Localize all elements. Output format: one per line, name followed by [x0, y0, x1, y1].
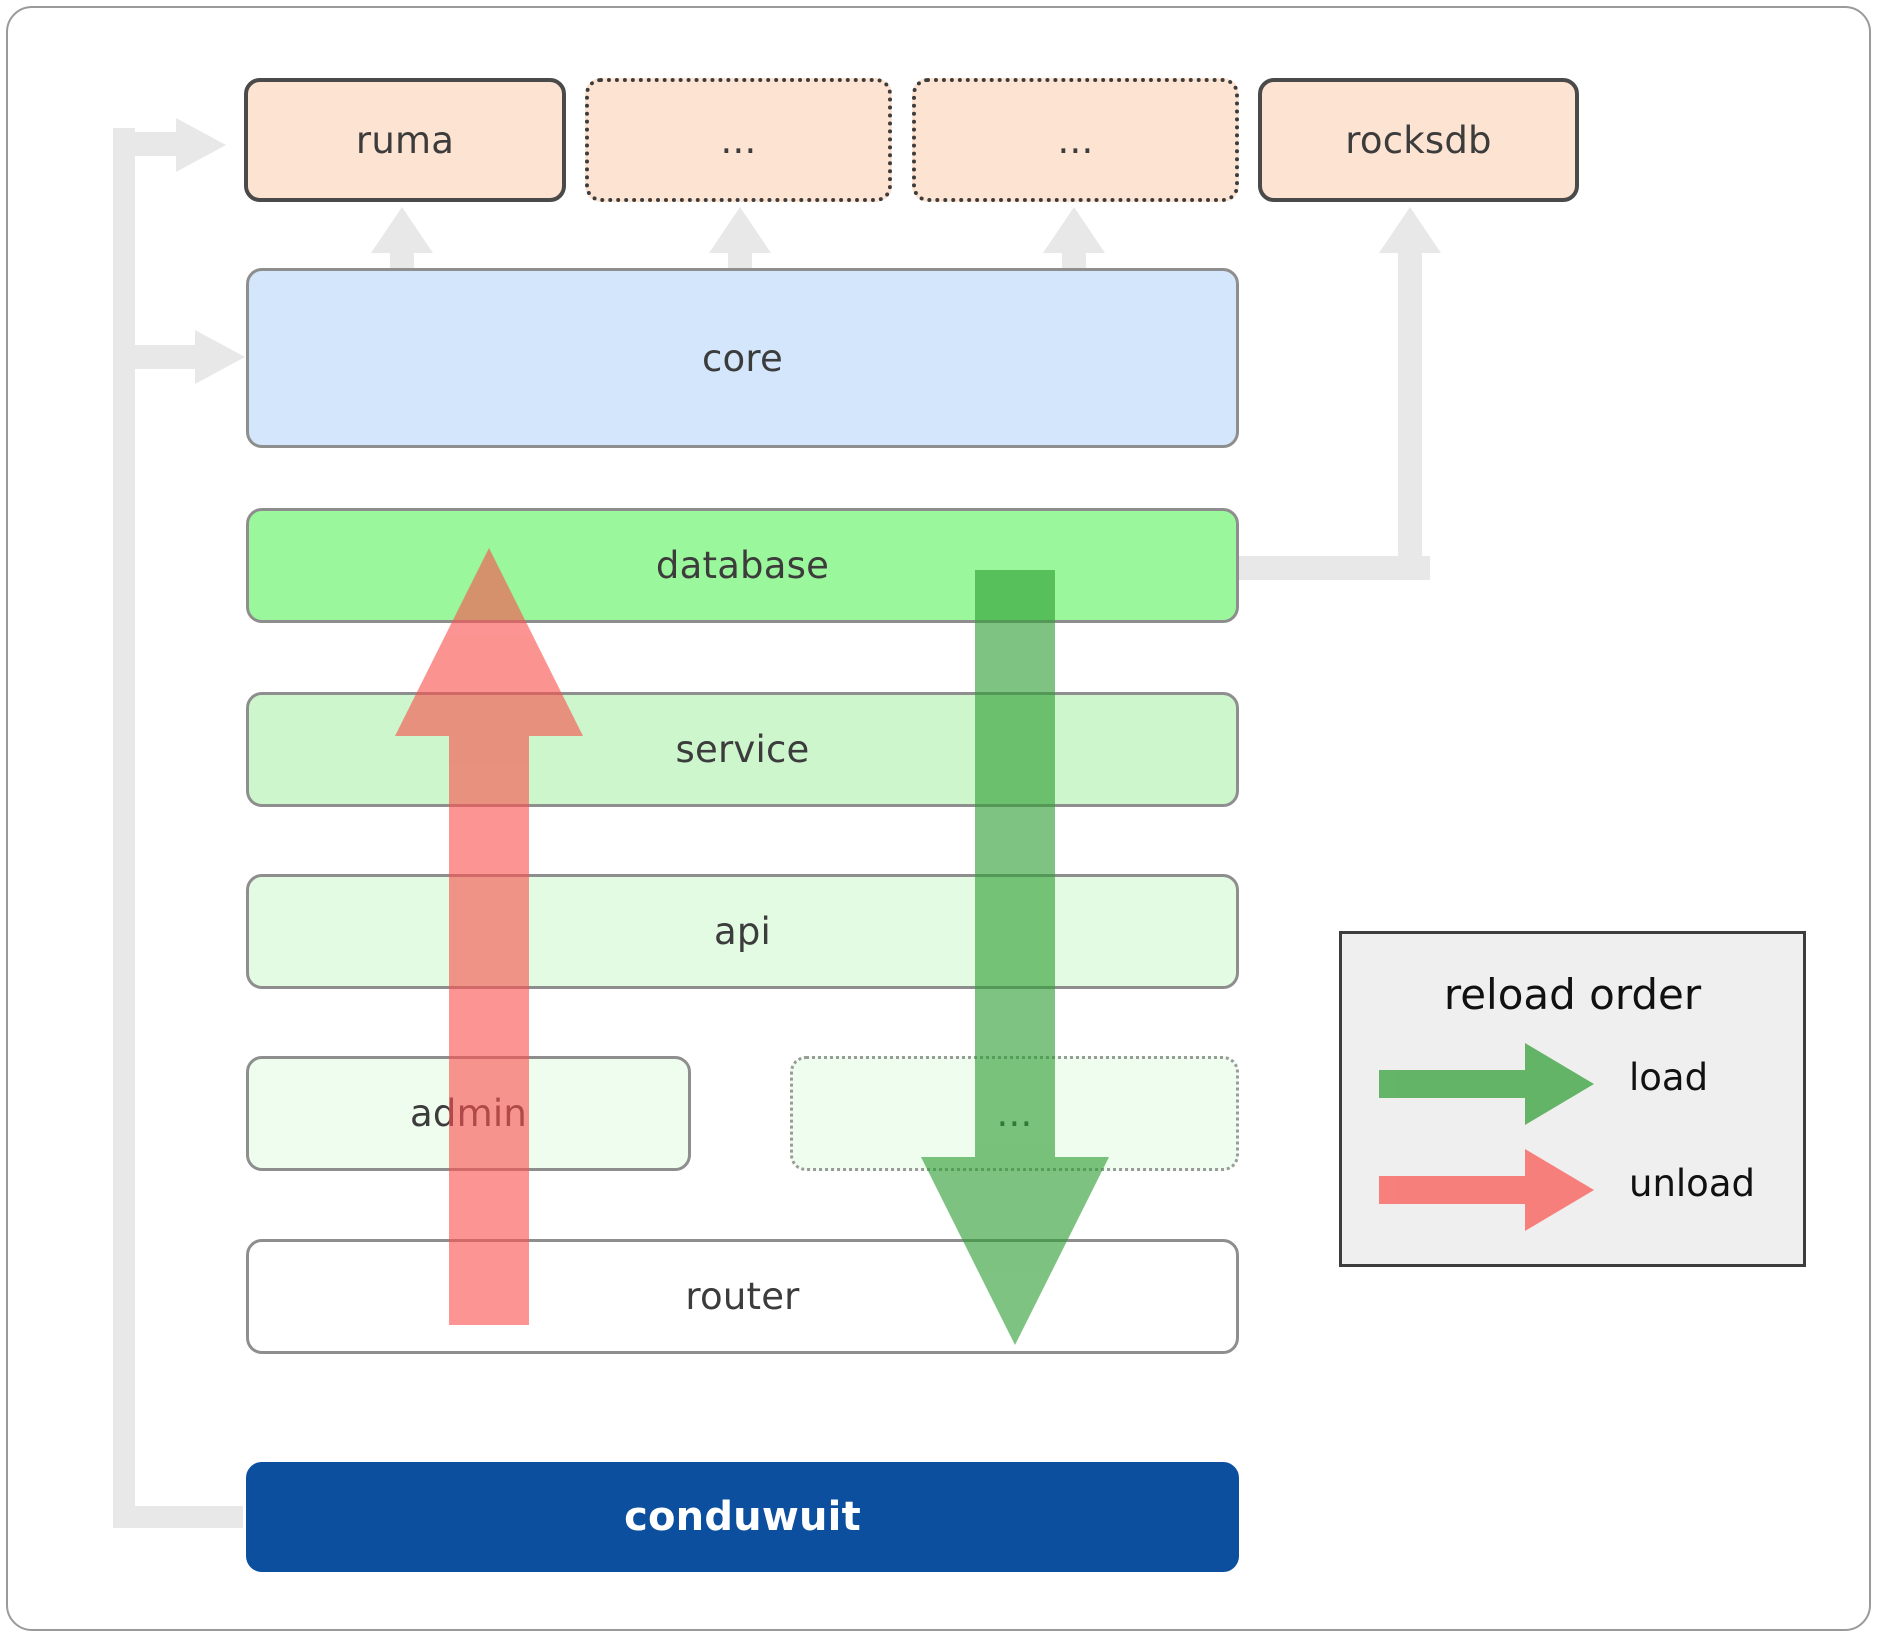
layer-label-router: router	[685, 1275, 800, 1318]
layer-label-api: api	[713, 910, 772, 953]
core-label: core	[702, 336, 783, 380]
crate-label-ellipsis-1: ...	[720, 118, 757, 162]
crate-box-rocksdb[interactable]: rocksdb	[1258, 78, 1579, 202]
root-box-conduwuit[interactable]: conduwuit	[246, 1462, 1239, 1572]
crate-box-ruma[interactable]: ruma	[244, 78, 566, 202]
root-label-conduwuit: conduwuit	[624, 1494, 861, 1540]
diagram-frame	[6, 6, 1871, 1631]
legend-arrow-unload	[1379, 1149, 1594, 1231]
layer-label-service: service	[675, 728, 810, 771]
layer-label-ellipsis: ...	[996, 1092, 1033, 1135]
legend-label-unload: unload	[1629, 1162, 1755, 1205]
legend-title: reload order	[1443, 970, 1702, 1019]
layer-box-admin[interactable]: admin	[246, 1056, 691, 1171]
layer-box-database[interactable]: database	[246, 508, 1239, 623]
core-box[interactable]: core	[246, 268, 1239, 448]
crate-label-rocksdb: rocksdb	[1345, 118, 1492, 162]
layer-label-admin: admin	[410, 1092, 527, 1135]
crate-box-ellipsis-1[interactable]: ...	[585, 78, 892, 202]
crate-label-ellipsis-2: ...	[1057, 118, 1094, 162]
layer-box-service[interactable]: service	[246, 692, 1239, 807]
layer-box-ellipsis[interactable]: ...	[790, 1056, 1239, 1171]
legend-label-load: load	[1629, 1056, 1709, 1099]
layer-box-api[interactable]: api	[246, 874, 1239, 989]
legend-panel: reload order load unload	[1339, 931, 1806, 1267]
layer-label-database: database	[655, 544, 830, 587]
crate-box-ellipsis-2[interactable]: ...	[912, 78, 1239, 202]
legend-arrow-load	[1379, 1043, 1594, 1125]
crate-label-ruma: ruma	[355, 118, 455, 162]
layer-box-router[interactable]: router	[246, 1239, 1239, 1354]
